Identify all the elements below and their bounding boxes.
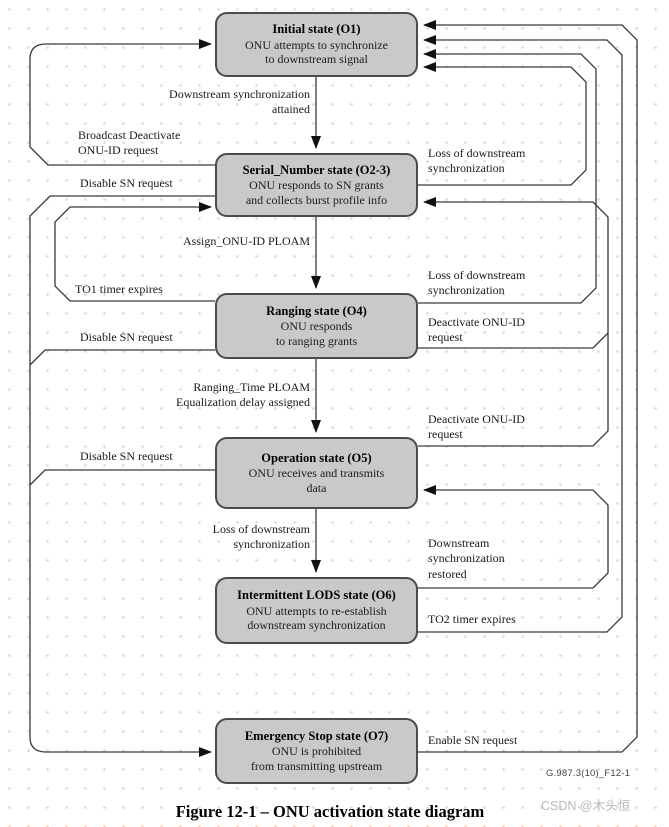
- transition-disable-sn-rail-to-o7: [29, 195, 215, 757]
- label-broadcast-deactivate-onu-id: Broadcast Deactivate ONU-ID request: [78, 128, 181, 158]
- state-box-emergency-stop-o7: Emergency Stop state (O7) ONU is prohibi…: [215, 718, 418, 784]
- label-deactivate-onu-id-o4: Deactivate ONU-ID request: [428, 315, 525, 345]
- transition-restored-o6-to-o5: [418, 485, 609, 589]
- label-ranging-time-ploam: Ranging_Time PLOAM Equalization delay as…: [176, 380, 310, 410]
- transition-lods-o4-to-o1: [418, 49, 597, 304]
- state-title-o5: Operation state (O5): [261, 450, 372, 465]
- state-body-o23: ONU responds to SN grants and collects b…: [245, 178, 388, 207]
- label-downstream-sync-restored: Downstream synchronization restored: [428, 536, 505, 581]
- state-title-o23: Serial_Number state (O2-3): [242, 162, 391, 177]
- label-assign-onu-id-ploam: Assign_ONU-ID PLOAM: [182, 234, 310, 248]
- label-disable-sn-request-o4: Disable SN request: [80, 330, 173, 344]
- label-to2-timer-expires: TO2 timer expires: [428, 612, 516, 626]
- state-box-operation-o5: Operation state (O5) ONU receives and tr…: [215, 437, 418, 509]
- state-body-o7: ONU is prohibited from transmitting upst…: [250, 744, 383, 773]
- state-body-o1: ONU attempts to synchronize to downstrea…: [245, 37, 388, 67]
- state-body-o4: ONU responds to ranging grants: [275, 319, 358, 348]
- csdn-watermark: CSDN @木头恒: [541, 799, 631, 813]
- state-title-o1: Initial state (O1): [272, 22, 361, 37]
- state-title-o7: Emergency Stop state (O7): [244, 728, 389, 743]
- state-title-o6: Intermittent LODS state (O6): [237, 588, 396, 603]
- label-loss-of-downstream-sync-o4: Loss of downstream synchronization: [428, 268, 526, 298]
- state-box-ranging-o4: Ranging state (O4) ONU responds to rangi…: [215, 293, 418, 359]
- transition-deactivate-rail-to-o23: [418, 197, 609, 447]
- label-to1-timer-expires: TO1 timer expires: [75, 282, 163, 296]
- state-box-serial-number-o23: Serial_Number state (O2-3) ONU responds …: [215, 153, 418, 217]
- state-body-o6: ONU attempts to re-establish downstream …: [246, 603, 387, 633]
- transition-to1-o4-to-o23: [54, 202, 215, 302]
- state-title-o4: Ranging state (O4): [266, 303, 367, 318]
- transition-lods-o23-to-o1: [418, 62, 587, 186]
- label-loss-of-downstream-sync-center: Loss of downstream synchronization: [212, 522, 310, 552]
- label-deactivate-onu-id-o5: Deactivate ONU-ID request: [428, 412, 525, 442]
- label-loss-of-downstream-sync-o23: Loss of downstream synchronization: [428, 146, 526, 176]
- state-body-o5: ONU receives and transmits data: [248, 466, 385, 495]
- state-box-intermittent-lods-o6: Intermittent LODS state (O6) ONU attempt…: [215, 577, 418, 644]
- label-downstream-sync-attained: Downstream synchronization attained: [169, 87, 310, 117]
- transition-broadcast-deactivate-o23-to-o1: [29, 39, 215, 166]
- transition-enable-sn-o7-to-o1: [418, 20, 638, 753]
- state-box-initial-o1: Initial state (O1) ONU attempts to synch…: [215, 12, 418, 77]
- figure-caption: Figure 12-1 – ONU activation state diagr…: [175, 802, 485, 821]
- label-enable-sn-request: Enable SN request: [428, 733, 518, 747]
- transition-deactivate-o4-join: [418, 332, 609, 349]
- label-disable-sn-request-o5: Disable SN request: [80, 449, 173, 463]
- figure-id-tag: G.987.3(10)_F12-1: [546, 768, 631, 779]
- label-disable-sn-request-o23: Disable SN request: [80, 176, 173, 190]
- transition-disable-sn-o4-join: [29, 349, 215, 366]
- transition-to2-o6-to-o1: [418, 35, 623, 633]
- transition-disable-sn-o5-join: [29, 469, 215, 486]
